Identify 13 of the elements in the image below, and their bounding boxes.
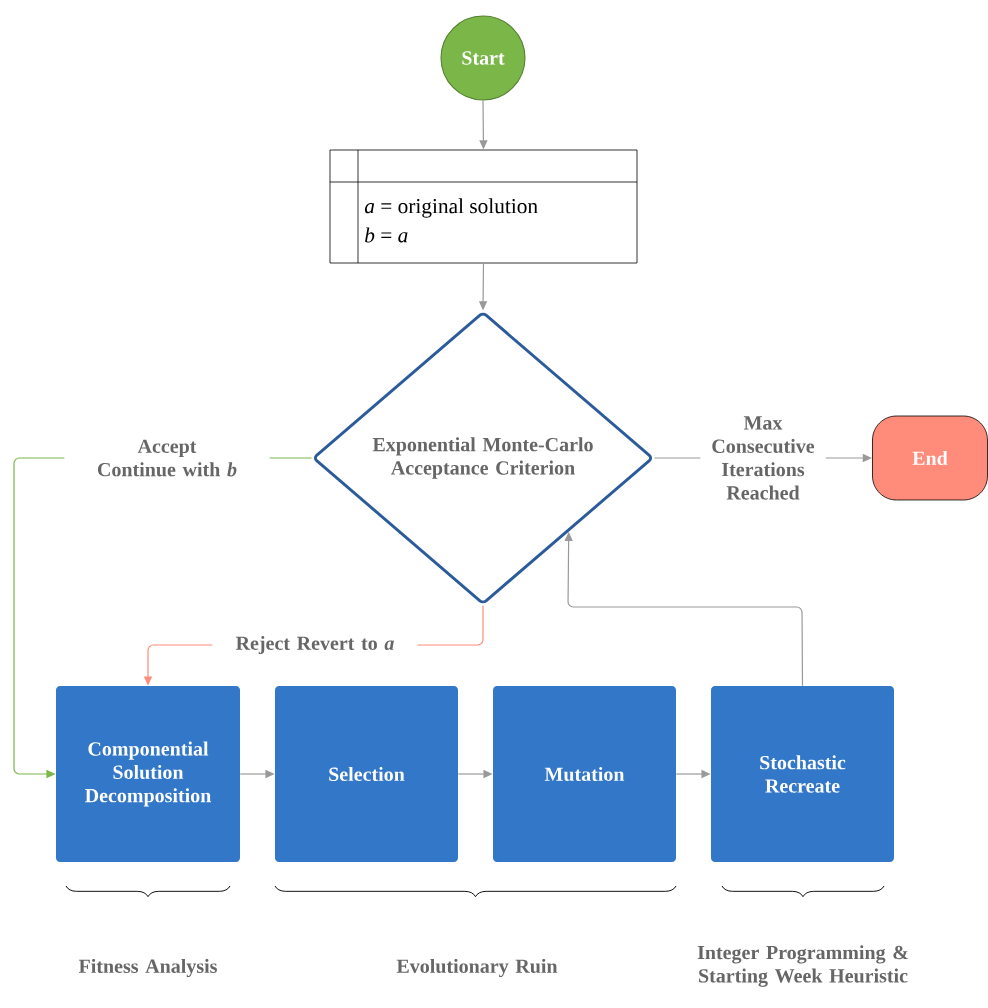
edge-label: Max Consecutive Iterations Reached xyxy=(700,413,826,503)
edge-label: Reject Revert to a xyxy=(212,633,418,657)
process-box: Selection xyxy=(275,686,458,862)
edge-label: Accept Continue with b xyxy=(64,436,270,480)
group-label: Evolutionary Ruin xyxy=(396,958,558,978)
process-box: Componential Solution Decomposition xyxy=(56,686,240,862)
end-terminal: End xyxy=(872,415,988,501)
process-box: Stochastic Recreate xyxy=(711,686,894,862)
group-label: Integer Programming & Starting Week Heuristic xyxy=(697,945,908,987)
table-box: a = original solution b = a xyxy=(329,149,638,264)
process-box: Mutation xyxy=(493,686,676,862)
start-terminal: Start xyxy=(440,15,526,101)
group-label: Fitness Analysis xyxy=(78,958,217,978)
